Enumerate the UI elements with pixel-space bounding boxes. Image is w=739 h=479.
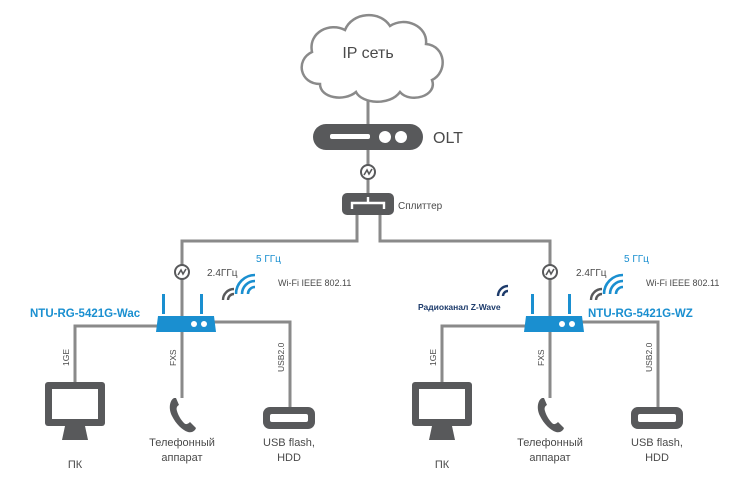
- right-optical-connector-icon: [542, 264, 558, 280]
- right-usb-label-1: USB flash,: [631, 437, 683, 449]
- left-wifi-24-icon: [221, 287, 235, 301]
- left-usb-line: [210, 320, 292, 407]
- olt-device-icon: [313, 124, 423, 150]
- left-router-icon: [156, 294, 216, 332]
- splitter-left-line: [180, 215, 359, 318]
- right-router-model: NTU-RG-5421G-WZ: [588, 308, 693, 320]
- left-pc-label: ПК: [68, 459, 83, 471]
- left-wifi-5-icon: [234, 273, 256, 295]
- right-port-ge: 1GE: [428, 349, 438, 366]
- left-router-model: NTU-RG-5421G-Wac: [30, 308, 141, 320]
- right-wifi-std: Wi-Fi IEEE 802.11: [646, 278, 719, 288]
- right-zwave-icon: [496, 284, 509, 297]
- right-usb-label-2: HDD: [645, 452, 669, 464]
- left-optical-connector-icon: [174, 264, 190, 280]
- right-pc-label: ПК: [435, 459, 450, 471]
- right-ge-line: [440, 324, 530, 382]
- left-port-fxs: FXS: [168, 349, 178, 366]
- splitter-icon: [342, 193, 394, 215]
- splitter-label: Сплиттер: [398, 201, 443, 212]
- left-band-5: 5 ГГц: [256, 254, 281, 265]
- left-wifi-std: Wi-Fi IEEE 802.11: [278, 278, 351, 288]
- right-port-usb: USB2.0: [644, 342, 654, 372]
- left-phone-icon: [169, 398, 196, 433]
- right-usb-drive-icon: [631, 407, 683, 429]
- left-usb-label-1: USB flash,: [263, 437, 315, 449]
- right-phone-label-2: аппарат: [529, 452, 570, 464]
- left-pc-icon: [45, 382, 105, 440]
- right-usb-line: [578, 320, 660, 407]
- right-band-24: 2.4ГГц: [576, 268, 607, 279]
- left-band-24: 2.4ГГц: [207, 268, 238, 279]
- olt-label: OLT: [433, 130, 463, 147]
- right-zwave-label: Радиоканал Z-Wave: [418, 302, 501, 312]
- left-port-ge: 1GE: [61, 349, 71, 366]
- right-wifi-24-icon: [589, 287, 603, 301]
- cloud-label: IP сеть: [342, 45, 393, 62]
- right-router-icon: [524, 294, 584, 332]
- optical-connector-icon: [360, 164, 376, 180]
- left-phone-label-2: аппарат: [161, 452, 202, 464]
- left-port-usb: USB2.0: [276, 342, 286, 372]
- left-ge-line: [73, 324, 162, 382]
- right-pc-icon: [412, 382, 472, 440]
- left-phone-label-1: Телефонный: [149, 437, 215, 449]
- right-port-fxs: FXS: [536, 349, 546, 366]
- right-band-5: 5 ГГц: [624, 254, 649, 265]
- left-usb-drive-icon: [263, 407, 315, 429]
- right-wifi-5-icon: [602, 273, 624, 295]
- right-phone-icon: [537, 398, 564, 433]
- left-usb-label-2: HDD: [277, 452, 301, 464]
- connections: [73, 150, 660, 407]
- right-phone-label-1: Телефонный: [517, 437, 583, 449]
